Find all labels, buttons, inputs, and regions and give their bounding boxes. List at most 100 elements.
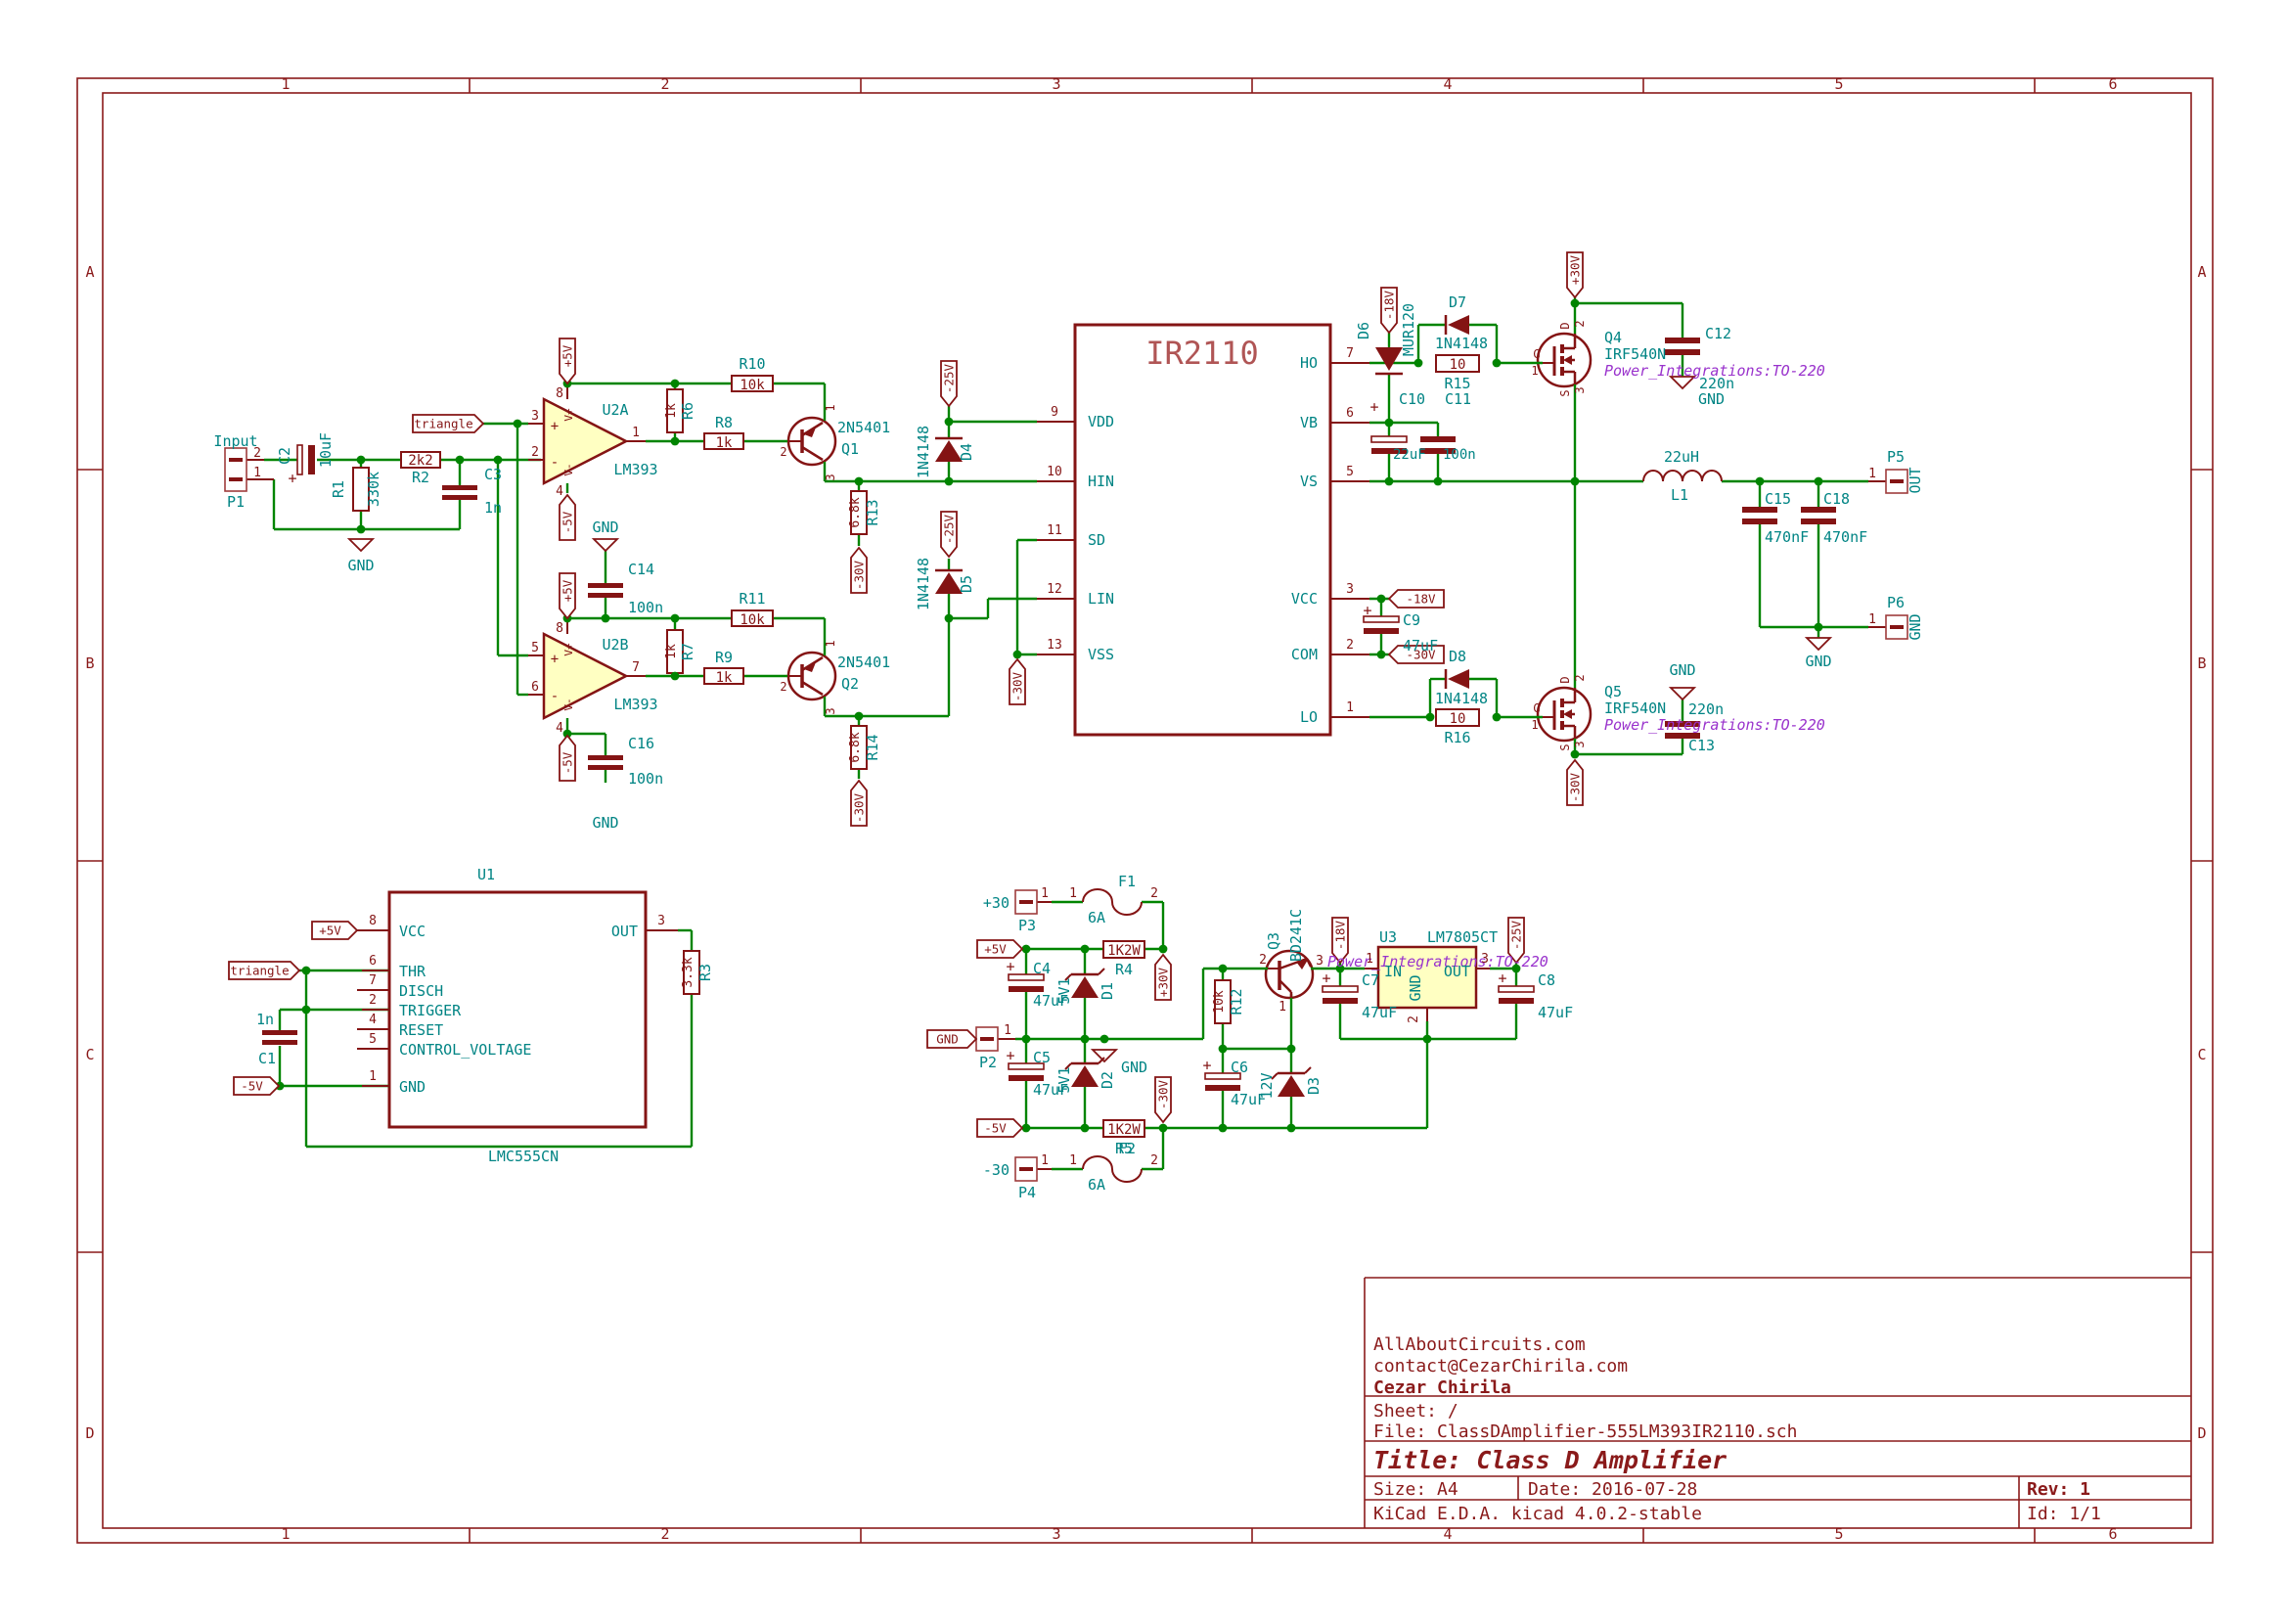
vflag--5V [559, 493, 576, 541]
cap-plate [588, 583, 623, 588]
label-1-3: 1 [253, 466, 261, 480]
label-47uf-226: 47uF [1362, 1004, 1397, 1021]
label-2k2-10: 2k2 [408, 453, 432, 469]
cap-plate [1665, 721, 1700, 727]
label-2-163: 2 [369, 993, 377, 1008]
label-2n5401-60: 2N5401 [837, 654, 890, 671]
label-lm7805ct-216: LM7805CT [1427, 928, 1498, 946]
label-d3-209: D3 [1305, 1077, 1323, 1095]
frame-row-B-left: B [85, 654, 94, 672]
junction-dot [455, 455, 465, 465]
label-+-50: + [551, 652, 559, 667]
cap-plate [1205, 1085, 1240, 1091]
label-1k-25: 1k [664, 403, 679, 419]
symbol-line [801, 421, 824, 437]
frame-row-A-right: A [2197, 263, 2206, 281]
label-mur120-96: MUR120 [1400, 303, 1417, 356]
cap-plate-open [296, 444, 303, 475]
label-d4-39: D4 [958, 443, 975, 461]
label-1-214: 1 [1279, 1000, 1286, 1015]
label-7-162: 7 [369, 973, 377, 988]
label-r14-66: R14 [864, 734, 881, 760]
label-2-132: 2 [1573, 674, 1587, 681]
gnd-symbol [1668, 376, 1697, 390]
label-8-160: 8 [369, 914, 377, 928]
vflag--30V [850, 779, 868, 827]
junction-dot [944, 476, 954, 486]
label-4-164: 4 [369, 1013, 377, 1027]
label-4-49: 4 [556, 721, 563, 736]
label-gnd-128: GND [1669, 661, 1695, 679]
label-p6-147: P6 [1887, 594, 1905, 611]
symbol-line [1304, 1066, 1312, 1074]
label-u1-150: U1 [477, 866, 495, 883]
label-1n-13: 1n [484, 499, 502, 517]
cap-plate-open [1498, 985, 1535, 993]
cap-plate [1420, 448, 1456, 454]
label-1-136: 1 [1531, 718, 1538, 732]
junction-dot [1218, 1123, 1228, 1133]
resistor-R2 [400, 451, 441, 469]
label-ir2110-72: IR2110 [1145, 335, 1259, 372]
vflag-label--30V: -30V [1156, 1079, 1171, 1109]
label-330k-8: 330k [365, 472, 382, 507]
frame-col-1-top: 1 [281, 75, 290, 93]
cap-plate [1742, 507, 1777, 513]
label-47uf-108: 47uF [1403, 637, 1438, 654]
label-7-89: 7 [1346, 346, 1354, 361]
label-4-20: 4 [556, 484, 563, 499]
cap-plate [308, 445, 315, 474]
frame-col-2-top: 2 [660, 75, 669, 93]
ic-lm7805 [1376, 945, 1478, 1010]
frame-col-6-bottom: 6 [2108, 1525, 2117, 1543]
label-1k2w-184: 1K2W [1107, 943, 1141, 959]
label-c16-69: C16 [628, 735, 654, 752]
label-1-175: 1 [1069, 886, 1077, 901]
label-100n-70: 100n [628, 770, 663, 788]
diode-triangle [935, 572, 963, 594]
ic-lmc555 [387, 890, 648, 1129]
label-6a-202: 6A [1088, 1176, 1105, 1194]
label-100n-105: 100n [1443, 447, 1476, 463]
label-1k2w-194: 1K2W [1107, 1122, 1141, 1138]
vflag--30V [1154, 1076, 1172, 1124]
frame-inner [102, 92, 2192, 1529]
label-p4-197: P4 [1018, 1184, 1036, 1201]
label-c5-189: C5 [1033, 1049, 1051, 1066]
junction-dot [670, 613, 680, 623]
label-13-88: 13 [1047, 638, 1062, 653]
cap-plate [1009, 986, 1044, 992]
component-bodies [387, 323, 1593, 1129]
junction-dot [356, 455, 366, 465]
label-5-45: 5 [531, 641, 539, 655]
symbol-layer [224, 315, 1908, 1183]
junction-dot [1413, 358, 1423, 368]
label-+30-172: +30 [983, 894, 1009, 912]
label-1-221: 1 [1366, 952, 1373, 967]
label-u2b-43: U2B [602, 636, 628, 654]
frame-col-4-top: 4 [1443, 75, 1452, 93]
label-c13-130: C13 [1688, 737, 1715, 754]
vflag-label--25V: -25V [942, 363, 957, 393]
label-1k-30: 1k [716, 435, 733, 451]
label-vb-79: VB [1300, 414, 1318, 431]
label-5-165: 5 [369, 1032, 377, 1047]
label-47uf-181: 47uF [1033, 992, 1068, 1010]
label-r16-112: R16 [1444, 729, 1470, 746]
junction-dot [1099, 1034, 1109, 1044]
label-+-107: + [1363, 602, 1371, 619]
opamp-U2B [542, 631, 629, 721]
cap-plate [1665, 733, 1700, 739]
label-q4-113: Q4 [1604, 329, 1622, 346]
junction-dot [1080, 944, 1090, 954]
label-c3-12: C3 [484, 466, 502, 483]
junction-dot [1376, 594, 1386, 604]
hflag-triangle [412, 414, 485, 433]
vflag-+30V [1566, 251, 1584, 299]
symbol-line [1098, 968, 1105, 975]
junction-dot [1570, 749, 1580, 759]
label-10uf-5: 10uF [317, 432, 335, 468]
